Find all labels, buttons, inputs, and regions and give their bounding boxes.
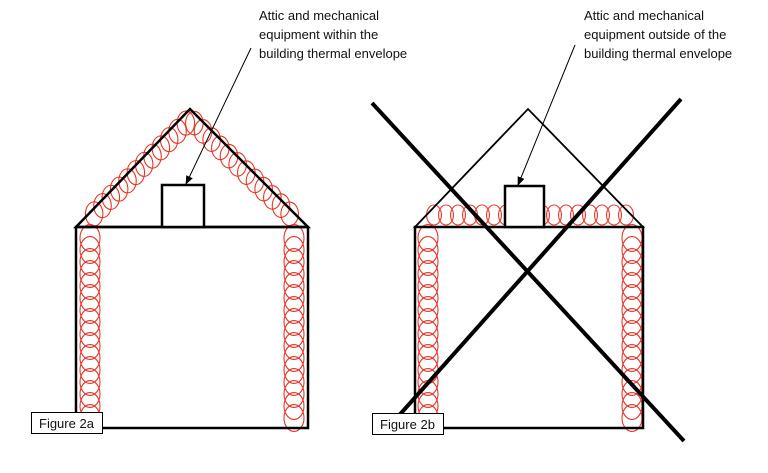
insulation-coil — [79, 224, 101, 432]
callout-line: building thermal envelope — [259, 46, 408, 61]
insulation-coil — [417, 224, 439, 432]
figure-2a-mechanical-equipment — [160, 183, 206, 229]
figure-2b-house-walls — [413, 225, 645, 430]
figure-2b-callout-arrow — [517, 44, 576, 186]
insulation-coil — [185, 110, 299, 227]
figure-2b-mechanical-equipment — [503, 184, 546, 229]
figure-2b-label: Figure 2b — [372, 413, 444, 435]
figure-2b — [370, 44, 686, 443]
figure-2a-label: Figure 2a — [31, 412, 103, 434]
figure-2a-insulation — [79, 110, 305, 432]
figure-2a — [73, 47, 312, 432]
callout-line: Attic and mechanical — [259, 8, 379, 23]
callout-line: Attic and mechanical — [584, 8, 704, 23]
callout-line: building thermal envelope — [584, 46, 733, 61]
insulation-coil — [84, 110, 196, 227]
figure-2b-insulation — [417, 204, 643, 432]
figure-2b-callout: Attic and mechanical equipment outside o… — [584, 6, 732, 63]
cross-out-line-2 — [393, 97, 683, 422]
figure-2a-callout-arrow — [185, 47, 252, 185]
callout-line: equipment outside of the — [584, 27, 727, 42]
figure-2a-callout: Attic and mechanical equipment within th… — [259, 6, 407, 63]
callout-line: equipment within the — [259, 27, 379, 42]
insulation-coil — [621, 224, 643, 432]
insulation-coil — [283, 224, 305, 432]
figure-2a-house-walls — [74, 225, 310, 430]
